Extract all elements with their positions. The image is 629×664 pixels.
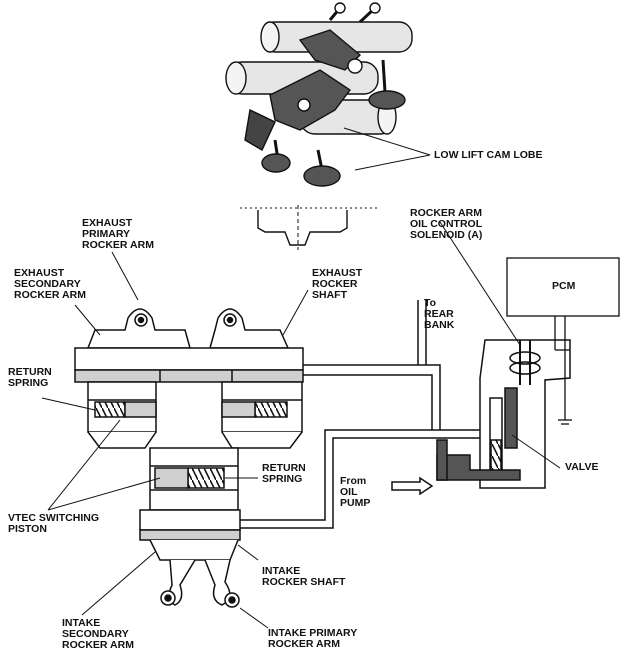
label-vtec-switching-piston: VTEC SWITCHING PISTON	[8, 512, 99, 535]
pcm-wiring	[506, 257, 620, 425]
valvetrain-illustration	[225, 2, 413, 250]
label-intake-rocker-shaft: INTAKE ROCKER SHAFT	[262, 565, 346, 588]
leader-lines	[41, 221, 561, 629]
label-pcm: PCM	[552, 280, 576, 292]
label-return-spring-left: RETURN SPRING	[8, 366, 52, 389]
label-rocker-arm-oil-control-solenoid: ROCKER ARM OIL CONTROL SOLENOID (A)	[410, 207, 483, 241]
label-intake-secondary-rocker-arm: INTAKE SECONDARY ROCKER ARM	[62, 617, 134, 651]
solenoid-valve-body	[391, 339, 571, 496]
label-exhaust-rocker-shaft: EXHAUST ROCKER SHAFT	[312, 267, 363, 301]
label-exhaust-secondary-rocker-arm: EXHAUST SECONDARY ROCKER ARM	[14, 267, 86, 301]
intake-rocker-assembly	[139, 447, 241, 608]
label-intake-primary-rocker-arm: INTAKE PRIMARY ROCKER ARM	[268, 627, 358, 650]
low-lift-leader	[343, 127, 431, 171]
exhaust-rocker-assembly	[74, 308, 304, 449]
oil-passages	[240, 300, 480, 529]
label-to-rear-bank: To REAR BANK	[424, 297, 455, 331]
label-return-spring-right: RETURN SPRING	[262, 462, 306, 485]
label-valve: VALVE	[565, 461, 599, 473]
label-from-oil-pump: From OIL PUMP	[340, 475, 371, 509]
label-exhaust-primary-rocker-arm: EXHAUST PRIMARY ROCKER ARM	[82, 217, 154, 251]
pcm-box	[506, 257, 620, 317]
label-low-lift-cam-lobe: LOW LIFT CAM LOBE	[434, 149, 543, 161]
